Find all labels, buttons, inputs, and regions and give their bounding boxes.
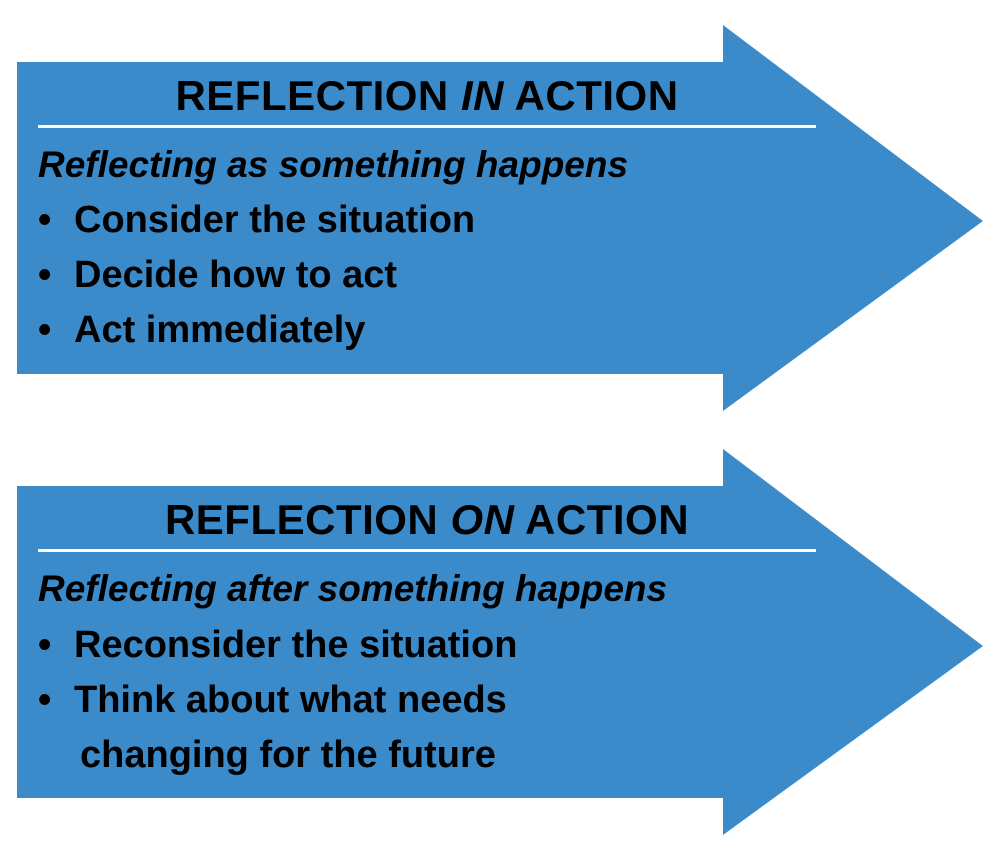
bullet-icon: • [38, 309, 52, 351]
bullet-continuation: changing for the future [80, 734, 496, 776]
bullet-icon: • [38, 679, 52, 721]
title-divider [38, 549, 816, 552]
bullet-item: •Decide how to act [38, 254, 398, 296]
title-divider [38, 125, 816, 128]
arrow-subtitle: Reflecting as something happens [38, 144, 629, 185]
bullet-item: •Act immediately [38, 309, 366, 351]
bullet-item: •Think about what needs changing for the… [38, 679, 507, 776]
arrow-subtitle: Reflecting after something happens [38, 568, 668, 609]
reflection-in-action-arrow: REFLECTION IN ACTION Reflecting as somet… [0, 0, 1000, 430]
bullet-icon: • [38, 624, 52, 666]
title-emphasis: ON [450, 496, 515, 543]
title-emphasis: IN [460, 72, 504, 119]
bullet-icon: • [38, 254, 52, 296]
arrow-title: REFLECTION IN ACTION [175, 72, 679, 119]
bullet-item: •Reconsider the situation [38, 624, 518, 666]
bullet-icon: • [38, 199, 52, 241]
arrow-title: REFLECTION ON ACTION [164, 496, 690, 543]
arrow-shape-icon [17, 25, 983, 411]
bullet-item: •Consider the situation [38, 199, 476, 241]
